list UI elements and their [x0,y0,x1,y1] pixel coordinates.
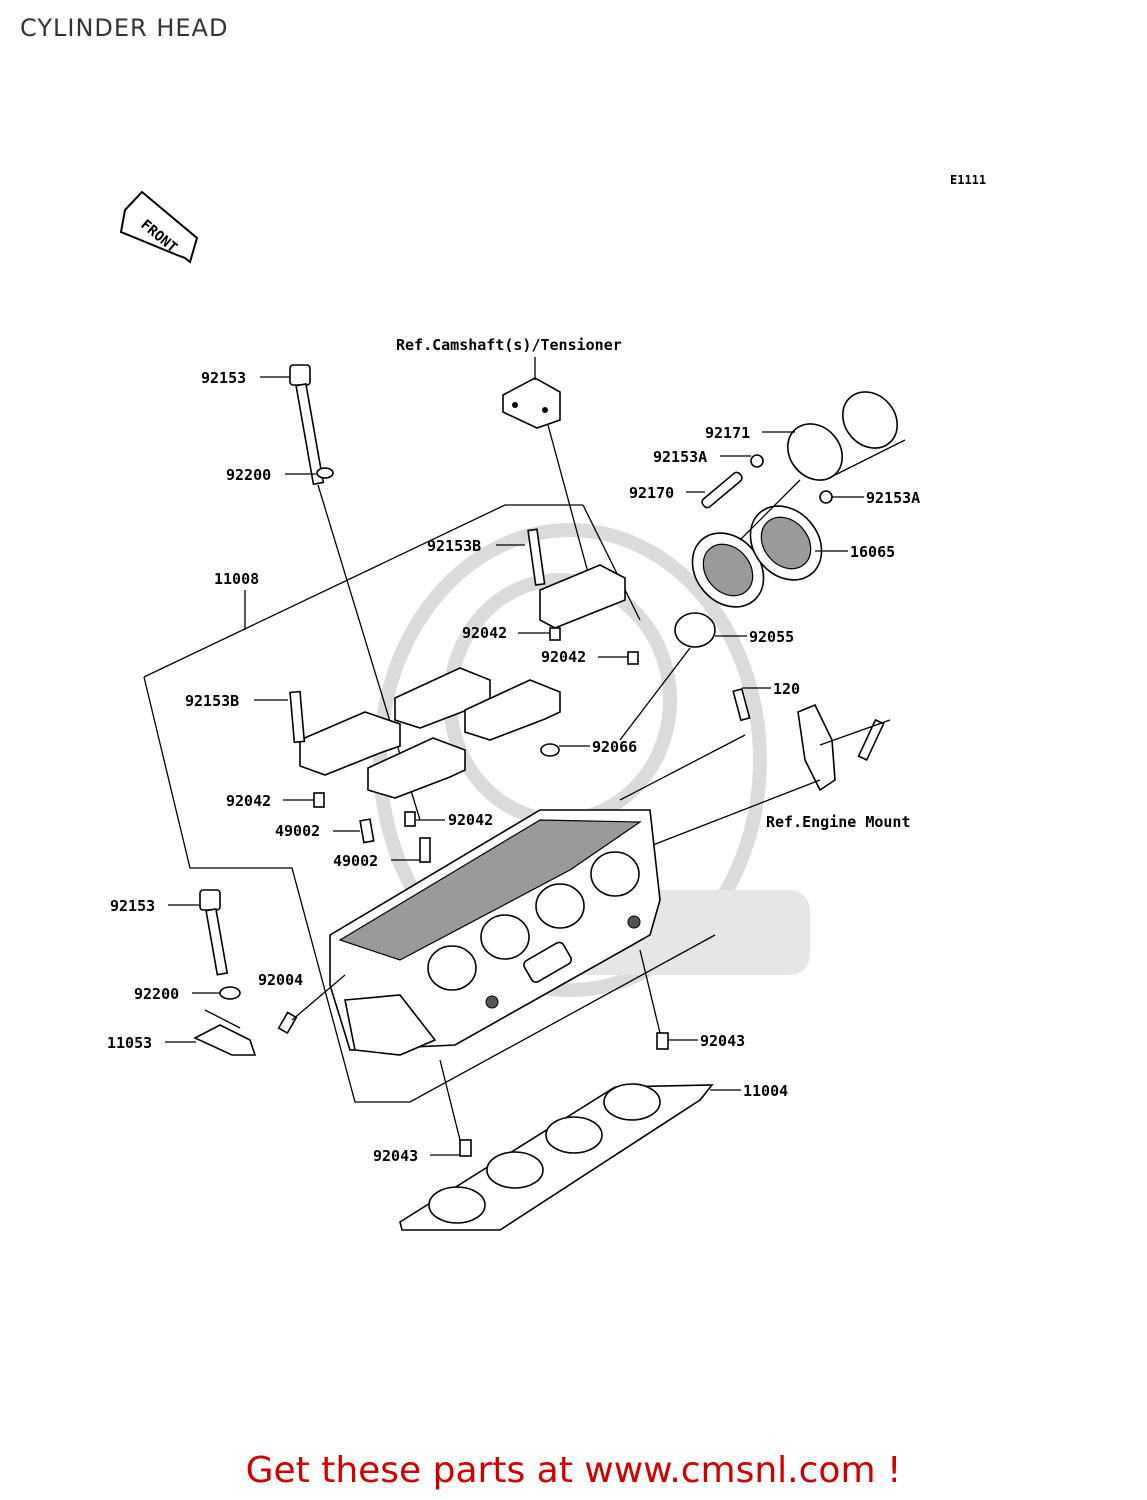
head-gasket [399,1083,714,1231]
part-label: 49002 [275,822,320,840]
part-label: 11008 [214,570,259,588]
camshaft-caps [289,528,626,799]
part-label: 92043 [373,1147,418,1165]
part-label: 92055 [749,628,794,646]
callouts: 92153 92200 11008 92153B 92042 92042 921… [107,369,920,1165]
assembly-outline [143,504,716,1103]
part-label: 92153B [427,537,481,555]
part-label: 92200 [134,985,179,1003]
parts-diagram: E1111 FRONT Ref.Camshaft(s)/Tensioner Re… [107,173,986,1231]
part-label: 92170 [629,484,674,502]
part-label: 16065 [850,543,895,561]
part-label: 92042 [226,792,271,810]
part-label: 92171 [705,424,750,442]
small-parts [313,627,751,863]
engine-mount-bracket [619,703,891,851]
part-label: 92042 [462,624,507,642]
cylinder-head [329,809,661,1056]
ref-engine-mount: Ref.Engine Mount [766,813,911,831]
part-label: 92153B [185,692,239,710]
part-label: 120 [773,680,800,698]
part-label: 92043 [700,1032,745,1050]
camshaft-tensioner-bracket [502,357,591,581]
part-label: 92004 [258,971,303,989]
front-arrow-icon: FRONT [119,190,199,264]
footer-promo: Get these parts at www.cmsnl.com ! [245,1450,902,1491]
part-label: 92042 [541,648,586,666]
page-title: CYLINDER HEAD [20,14,229,42]
intake-holders [619,391,906,741]
part-label: 11004 [743,1082,788,1100]
part-label: 92153 [110,897,155,915]
part-label: 49002 [333,852,378,870]
diagram-code: E1111 [950,173,986,187]
part-label: 92153A [653,448,707,466]
part-label: 92153 [201,369,246,387]
part-label: 92042 [448,811,493,829]
part-label: 92153A [866,489,920,507]
part-label: 11053 [107,1034,152,1052]
part-label: 92066 [592,738,637,756]
ref-camshaft-tensioner: Ref.Camshaft(s)/Tensioner [396,336,622,354]
part-label: 92200 [226,466,271,484]
